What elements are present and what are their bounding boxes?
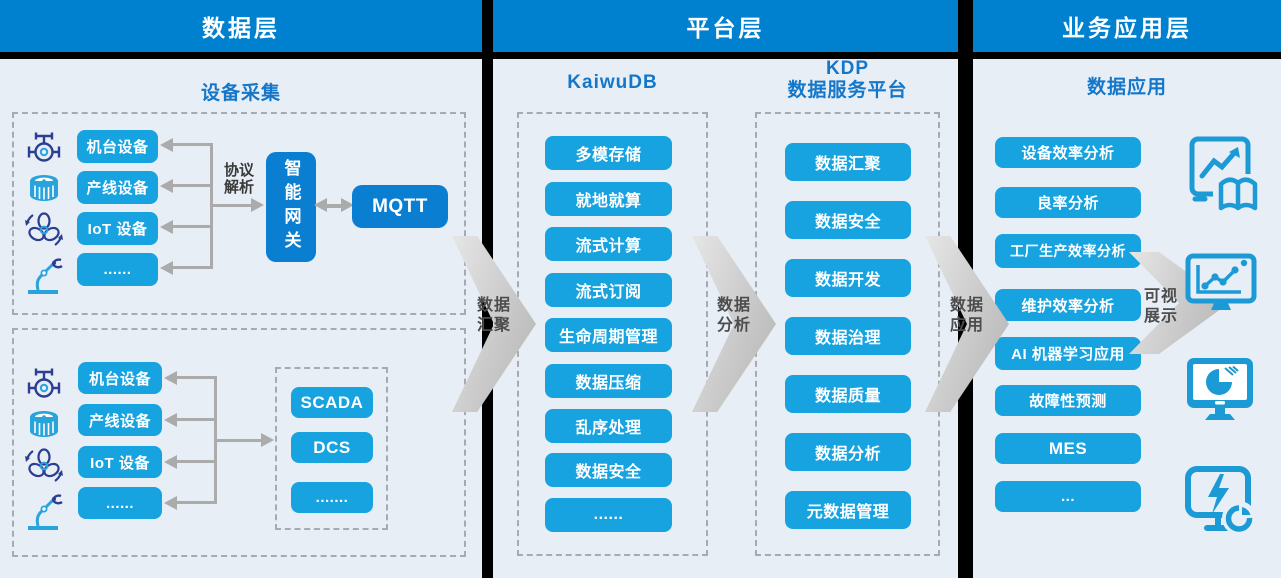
kaiwudb-feature: 流式计算 bbox=[545, 227, 672, 261]
data-layer-body: 设备采集 bbox=[0, 59, 482, 578]
connector-line bbox=[172, 266, 213, 269]
aggregate-label: 数据 汇聚 bbox=[476, 297, 511, 334]
platform-layer-body: KaiwuDB 多模存储 就地就算 流式计算 流式订阅 生命周期管理 数据压缩 … bbox=[493, 58, 958, 578]
kaiwudb-feature: 流式订阅 bbox=[545, 273, 672, 307]
robot-arm-icon bbox=[28, 258, 63, 294]
connector-line bbox=[210, 204, 252, 207]
mqtt-box: MQTT bbox=[352, 185, 448, 228]
connector-line bbox=[326, 203, 343, 208]
device-button: ...... bbox=[77, 253, 158, 286]
connector-arrowhead-icon bbox=[251, 198, 264, 212]
device-button: 产线设备 bbox=[77, 171, 158, 204]
device-button: 机台设备 bbox=[77, 130, 158, 163]
bidirectional-arrowhead-icon bbox=[341, 198, 354, 212]
kaiwudb-title: KaiwuDB bbox=[567, 72, 658, 93]
visualize-label: 可视 展示 bbox=[1143, 288, 1178, 325]
valve-icon bbox=[27, 132, 61, 162]
kdp-title: KDP 数据服务平台 bbox=[787, 58, 908, 102]
data-layer-header: 数据层 bbox=[0, 0, 482, 52]
app-button: AI 机器学习应用 bbox=[995, 337, 1141, 370]
connector-line bbox=[176, 376, 217, 379]
analyze-label: 数据 分析 bbox=[716, 297, 751, 334]
board-chart-book-icon bbox=[1189, 136, 1261, 218]
connector-line bbox=[176, 418, 217, 421]
apply-label: 数据 应用 bbox=[949, 297, 984, 334]
kaiwudb-feature: 多模存储 bbox=[545, 136, 672, 170]
kdp-feature: 数据汇聚 bbox=[785, 143, 911, 181]
device-group1-box bbox=[12, 112, 466, 315]
business-layer-panel: 业务应用层 数据应用 设备效率分析 良率分析 工厂生产效率分析 维护效率分析 A… bbox=[973, 0, 1281, 578]
connector-arrowhead-icon bbox=[160, 261, 173, 275]
connector-arrowhead-icon bbox=[164, 371, 177, 385]
valve-icon bbox=[27, 368, 61, 398]
connector-line bbox=[176, 501, 217, 504]
business-layer-body: 数据应用 设备效率分析 良率分析 工厂生产效率分析 维护效率分析 AI 机器学习… bbox=[973, 59, 1281, 578]
fan-icon bbox=[25, 212, 63, 246]
system-button: DCS bbox=[291, 432, 373, 463]
device-button: IoT 设备 bbox=[78, 446, 162, 478]
kdp-feature: 元数据管理 bbox=[785, 491, 911, 529]
app-button: 维护效率分析 bbox=[995, 289, 1141, 321]
connector-arrowhead-icon bbox=[164, 413, 177, 427]
fan-icon bbox=[25, 448, 63, 482]
kdp-feature: 数据质量 bbox=[785, 375, 911, 413]
kdp-feature: 数据安全 bbox=[785, 201, 911, 239]
kaiwudb-feature: 就地就算 bbox=[545, 182, 672, 216]
kdp-feature: 数据治理 bbox=[785, 317, 911, 355]
kdp-feature: 数据分析 bbox=[785, 433, 911, 471]
app-button: 故障性预测 bbox=[995, 385, 1141, 416]
connector-line bbox=[172, 184, 213, 187]
app-button: ... bbox=[995, 481, 1141, 512]
connector-line bbox=[214, 439, 262, 442]
platform-layer-header: 平台层 bbox=[493, 0, 958, 52]
data-apps-title: 数据应用 bbox=[1086, 77, 1167, 98]
app-button: 设备效率分析 bbox=[995, 137, 1141, 168]
kdp-feature: 数据开发 bbox=[785, 259, 911, 297]
protocol-parse-label: 协议 解析 bbox=[223, 162, 254, 197]
platform-layer-panel: 平台层 KaiwuDB 多模存储 就地就算 流式计算 流式订阅 生命周期管理 数… bbox=[493, 0, 958, 578]
monitor-line-chart-icon bbox=[1185, 253, 1257, 310]
app-button: 良率分析 bbox=[995, 187, 1141, 218]
connector-arrowhead-icon bbox=[164, 496, 177, 510]
connector-line bbox=[172, 225, 213, 228]
drum-icon bbox=[30, 175, 58, 201]
connector-arrowhead-icon bbox=[261, 433, 274, 447]
device-group2-box bbox=[12, 328, 466, 557]
device-button: 产线设备 bbox=[78, 404, 162, 436]
app-button: MES bbox=[995, 433, 1141, 464]
kaiwudb-feature: 生命周期管理 bbox=[545, 318, 672, 352]
kaiwudb-feature: 乱序处理 bbox=[545, 409, 672, 443]
connector-arrowhead-icon bbox=[164, 455, 177, 469]
kaiwudb-feature: 数据压缩 bbox=[545, 364, 672, 398]
monitor-bolt-gauge-icon bbox=[1185, 466, 1256, 535]
smart-gateway-box: 智能网关 bbox=[266, 152, 316, 262]
connector-line bbox=[176, 460, 217, 463]
connector-arrowhead-icon bbox=[160, 220, 173, 234]
bidirectional-arrowhead-icon bbox=[314, 198, 327, 212]
kaiwudb-feature: 数据安全 bbox=[545, 453, 672, 487]
system-button: SCADA bbox=[291, 387, 373, 418]
scada-dcs-box bbox=[275, 367, 388, 530]
device-button: IoT 设备 bbox=[77, 212, 158, 245]
connector-line bbox=[172, 143, 213, 146]
connector-arrowhead-icon bbox=[160, 179, 173, 193]
device-collection-title: 设备采集 bbox=[200, 83, 281, 104]
business-layer-header: 业务应用层 bbox=[973, 0, 1281, 52]
device-button: ...... bbox=[78, 487, 162, 519]
app-button: 工厂生产效率分析 bbox=[995, 234, 1141, 268]
system-button: ....... bbox=[291, 482, 373, 513]
device-button: 机台设备 bbox=[78, 362, 162, 394]
connector-arrowhead-icon bbox=[160, 138, 173, 152]
drum-icon bbox=[30, 411, 58, 437]
data-layer-panel: 数据层 设备采集 bbox=[0, 0, 482, 578]
monitor-pie-chart-icon bbox=[1187, 358, 1253, 420]
robot-arm-icon bbox=[28, 494, 63, 530]
kaiwudb-feature: ...... bbox=[545, 498, 672, 532]
